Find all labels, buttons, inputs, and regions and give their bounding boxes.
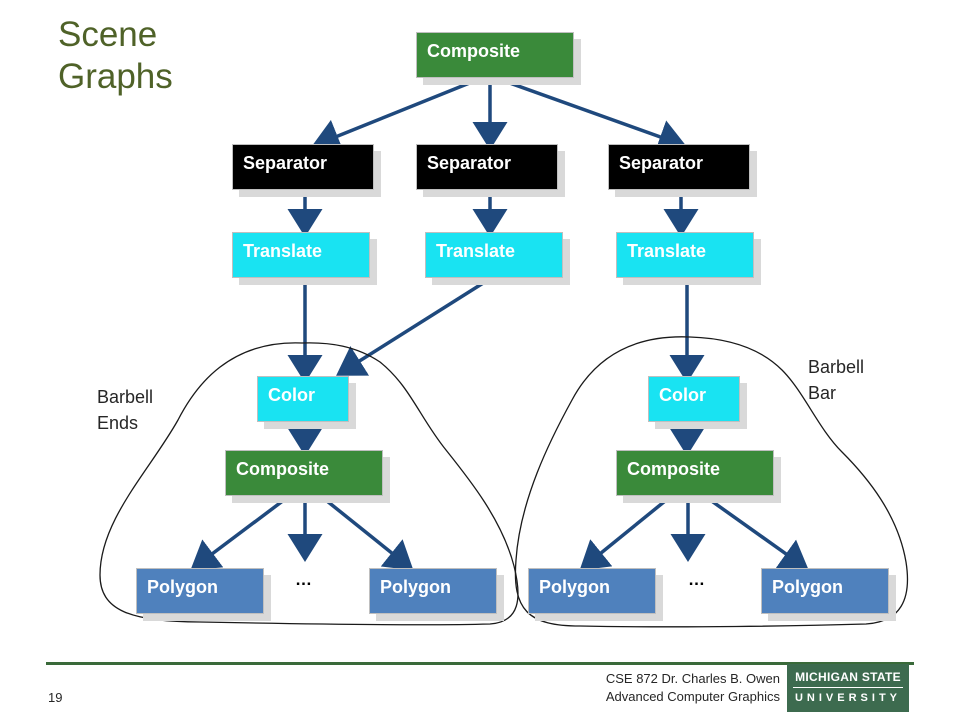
color-node-right[interactable]: Color <box>648 376 740 422</box>
composite-node-right[interactable]: Composite <box>616 450 774 496</box>
slide-title-line-2: Graphs <box>58 57 173 96</box>
footer-credit-line-1: CSE 872 Dr. Charles B. Owen <box>605 671 780 686</box>
ellipsis-left: … <box>295 570 313 589</box>
edge-root-separator-right <box>506 80 687 154</box>
separator-node-mid[interactable]: Separator <box>416 144 558 190</box>
logo-top-text: MICHIGAN STATE <box>793 670 903 688</box>
polygon-node-2[interactable]: Polygon <box>369 568 497 614</box>
color-node-left[interactable]: Color <box>257 376 349 422</box>
footer-credit: CSE 872 Dr. Charles B. Owen Advanced Com… <box>606 670 780 706</box>
university-logo: MICHIGAN STATE UNIVERSITY <box>787 664 909 712</box>
polygon-node-3[interactable]: Polygon <box>528 568 656 614</box>
barbell-bar-label-line-2: Bar <box>808 383 837 403</box>
slide-title: Scene Graphs <box>58 14 173 98</box>
footer-credit-line-2: Advanced Computer Graphics <box>605 689 780 704</box>
page-number: 19 <box>48 690 63 705</box>
footer-divider <box>46 662 914 665</box>
edge-composite-right-polygon-4 <box>704 495 809 571</box>
barbell-ends-label: Barbell Ends <box>97 384 153 436</box>
translate-node-right[interactable]: Translate <box>616 232 754 278</box>
polygon-node-4[interactable]: Polygon <box>761 568 889 614</box>
edge-translate-mid-color <box>336 278 489 376</box>
logo-bottom-text: UNIVERSITY <box>794 692 901 704</box>
slide-title-line-1: Scene <box>58 15 158 54</box>
barbell-bar-outline <box>514 336 909 628</box>
barbell-ends-label-line-2: Ends <box>97 413 139 433</box>
composite-node-left[interactable]: Composite <box>225 450 383 496</box>
root-composite-node[interactable]: Composite <box>416 32 574 78</box>
polygon-node-1[interactable]: Polygon <box>136 568 264 614</box>
separator-node-left[interactable]: Separator <box>232 144 374 190</box>
separator-node-right[interactable]: Separator <box>608 144 750 190</box>
ellipsis-right: … <box>688 570 706 589</box>
edge-composite-left-polygon-2 <box>320 495 414 571</box>
barbell-ends-label-line-1: Barbell <box>97 387 154 407</box>
translate-node-left[interactable]: Translate <box>232 232 370 278</box>
edge-composite-left-polygon-1 <box>190 495 290 571</box>
edge-root-separator-left <box>311 80 473 153</box>
translate-node-mid[interactable]: Translate <box>425 232 563 278</box>
barbell-bar-label-line-1: Barbell <box>808 357 865 377</box>
barbell-ends-outline <box>99 342 519 626</box>
edge-composite-right-polygon-3 <box>579 495 672 571</box>
barbell-bar-label: Barbell Bar <box>808 354 864 406</box>
